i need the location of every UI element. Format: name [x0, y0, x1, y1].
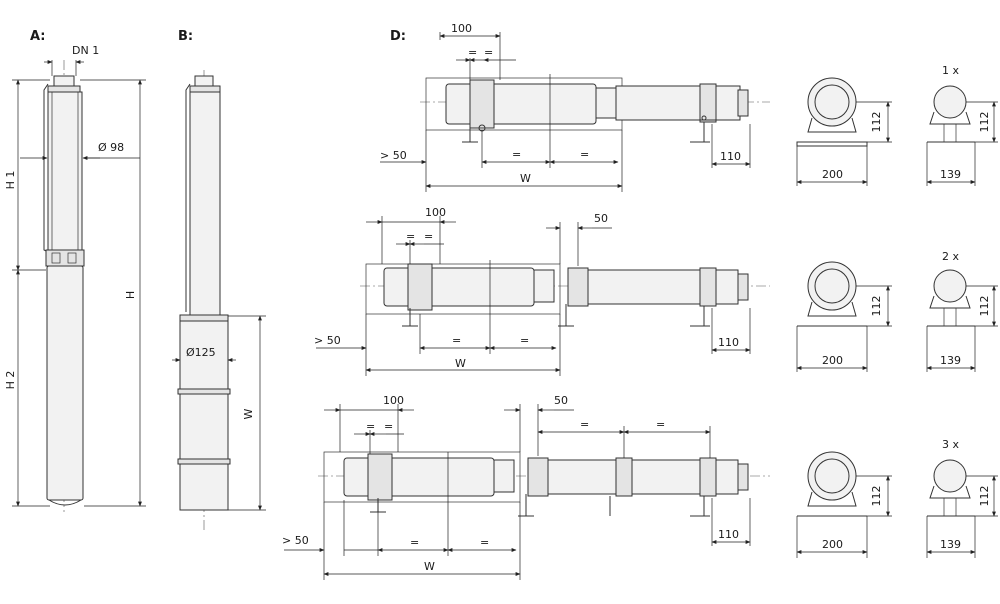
row1-dim-139: 139 [940, 168, 961, 181]
w-label-b: W [242, 408, 255, 419]
row3-count: 3 x [942, 438, 959, 451]
row2-count: 2 x [942, 250, 959, 263]
row3-eq-b: = [384, 420, 393, 433]
row3-w: W [424, 560, 435, 573]
row2-eq-a: = [406, 230, 415, 243]
row2-end-view-motor [796, 261, 892, 372]
row1-end-view-clamp [926, 85, 998, 186]
h1-label: H 1 [4, 171, 17, 190]
row3-gt50: > 50 [282, 534, 309, 547]
row1-dim-110: 110 [720, 150, 741, 163]
row3-dim-112-clamp: 112 [978, 486, 991, 507]
row3-end-view-clamp [926, 459, 998, 558]
row2-dim-200: 200 [822, 354, 843, 367]
row1-gt50: > 50 [380, 149, 407, 162]
section-a-label: A: [30, 29, 46, 44]
row2-dim-112-motor: 112 [870, 296, 883, 317]
row3-end-view-motor [796, 451, 892, 558]
row3-dim-200: 200 [822, 538, 843, 551]
row2-dim-139: 139 [940, 354, 961, 367]
row1-horizontal-pump [420, 77, 770, 143]
row3-eq-e: = [580, 418, 589, 431]
diameter-98-label: Ø 98 [98, 141, 124, 154]
row3-dim-100: 100 [383, 394, 404, 407]
row2-eq-c: = [452, 334, 461, 347]
row2-dim-110: 110 [718, 336, 739, 349]
section-a-vertical-pump [43, 60, 85, 512]
row1-dimensions [380, 32, 751, 192]
row2-dim-112-clamp: 112 [978, 296, 991, 317]
row3-eq-f: = [656, 418, 665, 431]
diameter-125-label: Ø125 [186, 346, 216, 359]
row1-end-view-motor [796, 77, 892, 186]
row2-eq-b: = [424, 230, 433, 243]
h-label: H [124, 291, 137, 299]
row1-eq-a: = [468, 46, 477, 59]
row2-gt50: > 50 [314, 334, 341, 347]
row1-dim-200: 200 [822, 168, 843, 181]
row2-dim-100: 100 [425, 206, 446, 219]
row1-eq-c: = [512, 148, 521, 161]
row3-dim-112-motor: 112 [870, 486, 883, 507]
row3-dim-139: 139 [940, 538, 961, 551]
row2-end-view-clamp [926, 269, 998, 372]
row3-dimensions [284, 404, 751, 580]
row2-eq-d: = [520, 334, 529, 347]
section-d-label: D: [390, 29, 406, 44]
row1-w: W [520, 172, 531, 185]
row1-dim-100: 100 [451, 22, 472, 35]
row3-dim-50: 50 [554, 394, 568, 407]
row1-eq-b: = [484, 46, 493, 59]
row2-dimensions [316, 216, 751, 376]
row1-eq-d: = [580, 148, 589, 161]
row2-horizontal-pump [360, 263, 770, 327]
row1-dim-112-clamp: 112 [978, 112, 991, 133]
row3-dim-110: 110 [718, 528, 739, 541]
section-b-pump-with-shroud [177, 70, 231, 530]
row3-eq-c: = [410, 536, 419, 549]
row3-horizontal-pump [318, 451, 770, 517]
row1-dim-112-motor: 112 [870, 112, 883, 133]
dn-label: DN 1 [72, 44, 99, 57]
h2-label: H 2 [4, 371, 17, 390]
row3-eq-d: = [480, 536, 489, 549]
row2-w: W [455, 357, 466, 370]
row2-dim-50: 50 [594, 212, 608, 225]
row3-eq-a: = [366, 420, 375, 433]
row1-count: 1 x [942, 64, 959, 77]
section-b-dimensions [172, 315, 266, 511]
section-b-label: B: [178, 29, 193, 44]
section-a-dimensions [12, 60, 146, 507]
